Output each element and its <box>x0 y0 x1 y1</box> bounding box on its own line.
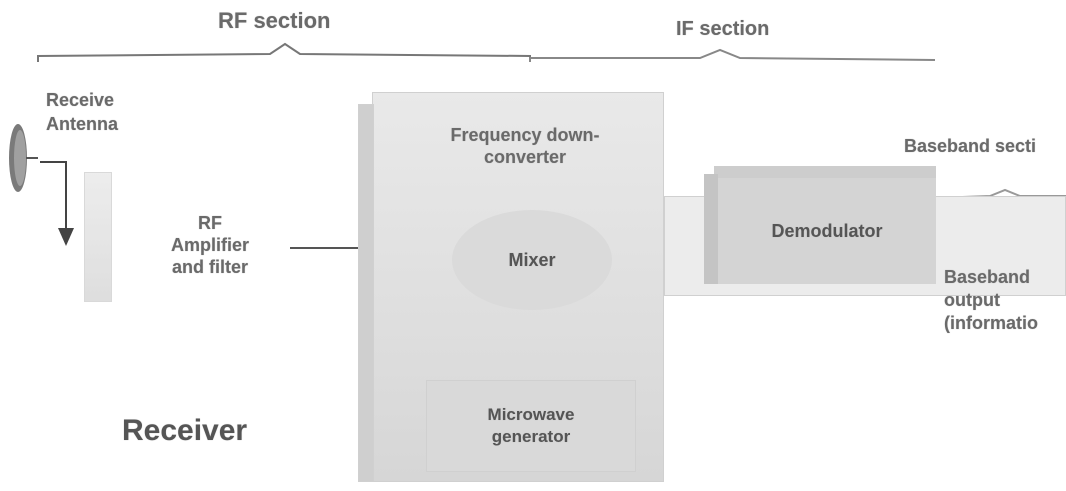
demodulator-front-face: Demodulator <box>718 178 936 284</box>
receiver-label: Receiver <box>122 414 248 447</box>
rf-section-brace <box>37 42 531 62</box>
demodulator-label: Demodulator <box>771 220 883 241</box>
rf-amplifier-block <box>84 172 112 302</box>
antenna-label-line2: Antenna <box>46 114 118 134</box>
output-line2: output <box>944 290 1000 310</box>
baseband-output-label: Baseband output (informatio <box>944 266 1038 335</box>
output-line3: (informatio <box>944 313 1038 333</box>
rf-amplifier-line3: and filter <box>171 257 248 277</box>
microwave-label-line2: generator <box>491 427 571 446</box>
if-section-label: IF section <box>676 18 770 40</box>
converter-label: Frequency down- converter <box>400 124 650 168</box>
mixer-block: Mixer <box>452 210 612 310</box>
microwave-generator-block: Microwave generator <box>426 380 636 472</box>
mixer-label: Mixer <box>508 249 556 270</box>
baseband-section-label: Baseband secti <box>904 136 1037 156</box>
demodulator-top-face <box>714 166 936 178</box>
converter-label-line2: converter <box>483 147 567 167</box>
if-section-brace <box>529 48 936 62</box>
demodulator-block: Demodulator <box>704 166 936 284</box>
antenna-label: Receive Antenna <box>46 88 118 136</box>
rf-amplifier-line1: RF <box>198 213 222 233</box>
microwave-label-line1: Microwave <box>487 405 575 424</box>
antenna-feed-line <box>40 161 74 246</box>
antenna-icon <box>6 120 38 196</box>
rf-amplifier-label: RF Amplifier and filter <box>140 212 280 278</box>
rf-section-label: RF section <box>218 8 331 33</box>
rf-amplifier-line2: Amplifier <box>170 235 249 255</box>
converter-label-line1: Frequency down- <box>450 125 600 145</box>
antenna-label-line1: Receive <box>46 90 115 110</box>
demodulator-side-face <box>704 174 718 284</box>
converter-side-face <box>358 104 374 482</box>
output-line1: Baseband <box>944 267 1031 287</box>
